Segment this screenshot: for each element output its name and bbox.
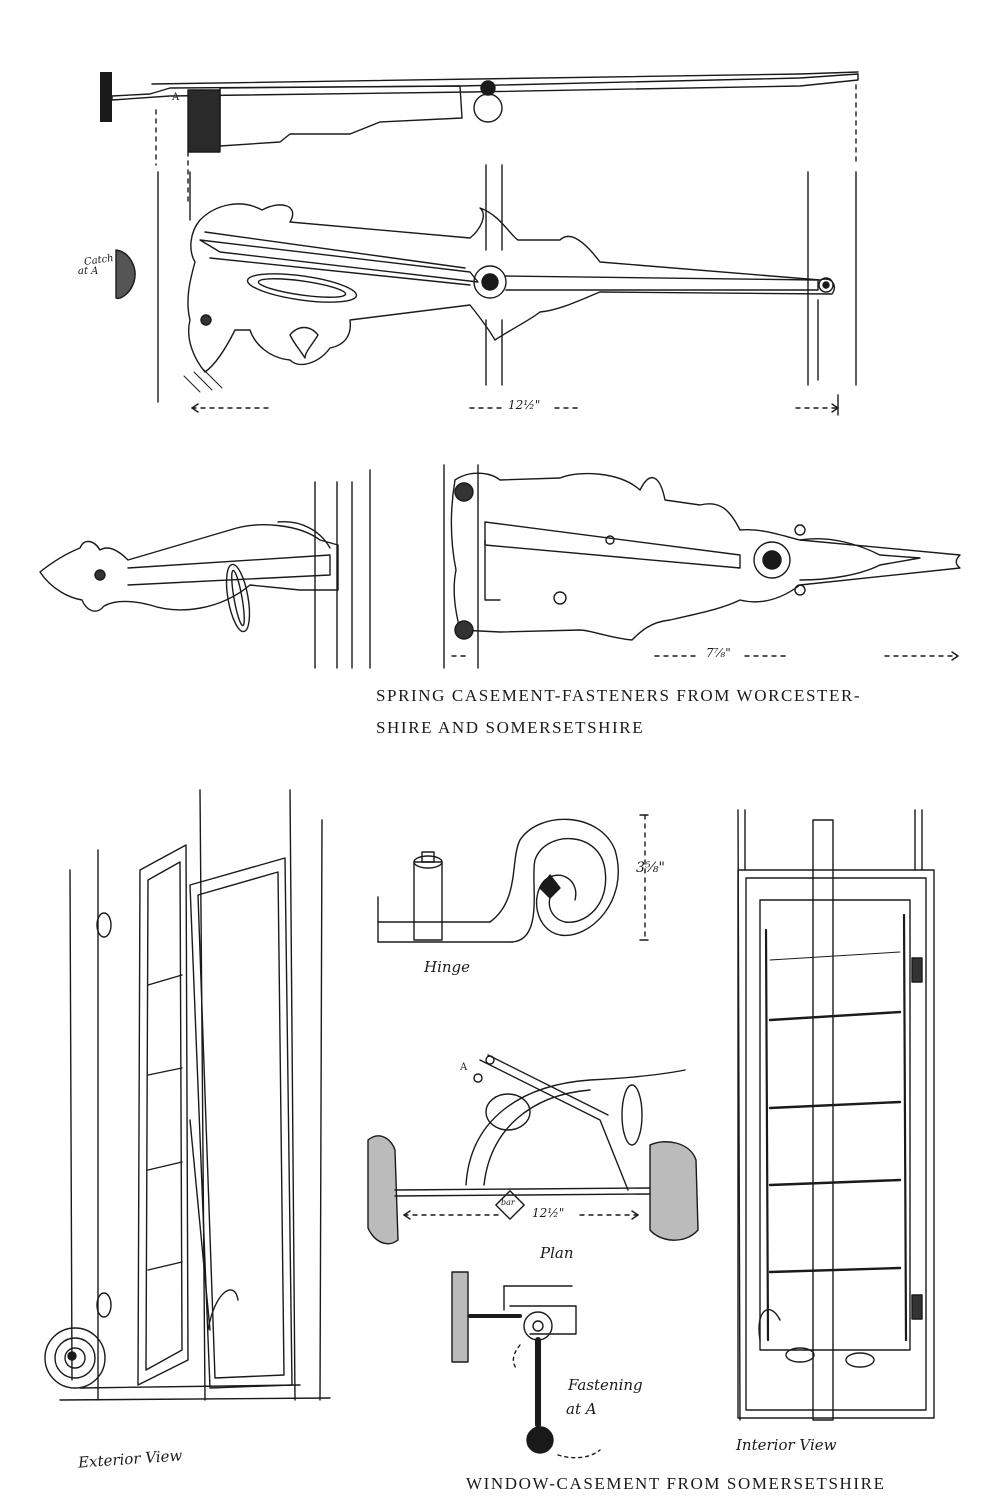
caption-fasteners-line1: SPRING CASEMENT-FASTENERS FROM WORCESTER…: [376, 686, 862, 705]
dimension-second-fastener: 7⅞": [706, 646, 731, 660]
ornate-fastener-front: [443, 464, 961, 669]
top-dimension-line: [191, 394, 839, 416]
label-plan-a: A: [460, 1062, 468, 1073]
plan-drawing: [367, 1054, 699, 1245]
fastening-detail-drawing: [451, 1271, 601, 1459]
label-fastening-at-a: at A: [566, 1400, 597, 1418]
second-dimension-line: [451, 651, 959, 661]
label-hinge: Hinge: [424, 958, 471, 976]
label-bar: bar: [501, 1198, 515, 1207]
label-interior-view: Interior View: [736, 1436, 837, 1454]
caption-window-casement: WINDOW-CASEMENT FROM SOMERSETSHIRE: [466, 1474, 886, 1493]
label-plan: Plan: [540, 1244, 574, 1262]
exterior-view-drawing: [44, 789, 331, 1401]
dimension-plan-width: 12½": [532, 1206, 565, 1220]
fastener-side-elevation: [100, 71, 859, 206]
label-catch-at-a: at A: [78, 266, 99, 277]
hinge-drawing: [377, 814, 649, 943]
caption-fasteners-line2: SHIRE AND SOMERSETSHIRE: [376, 718, 645, 737]
interior-view-drawing: [737, 809, 935, 1421]
label-fastening: Fastening: [568, 1376, 643, 1394]
dimension-hinge-height: 3⅝": [636, 860, 665, 876]
fastener-front-view: [115, 164, 857, 403]
label-a-marker: A: [172, 92, 180, 103]
dimension-top-fastener: 12½": [508, 398, 541, 412]
small-fastener-elevation: [39, 469, 371, 669]
